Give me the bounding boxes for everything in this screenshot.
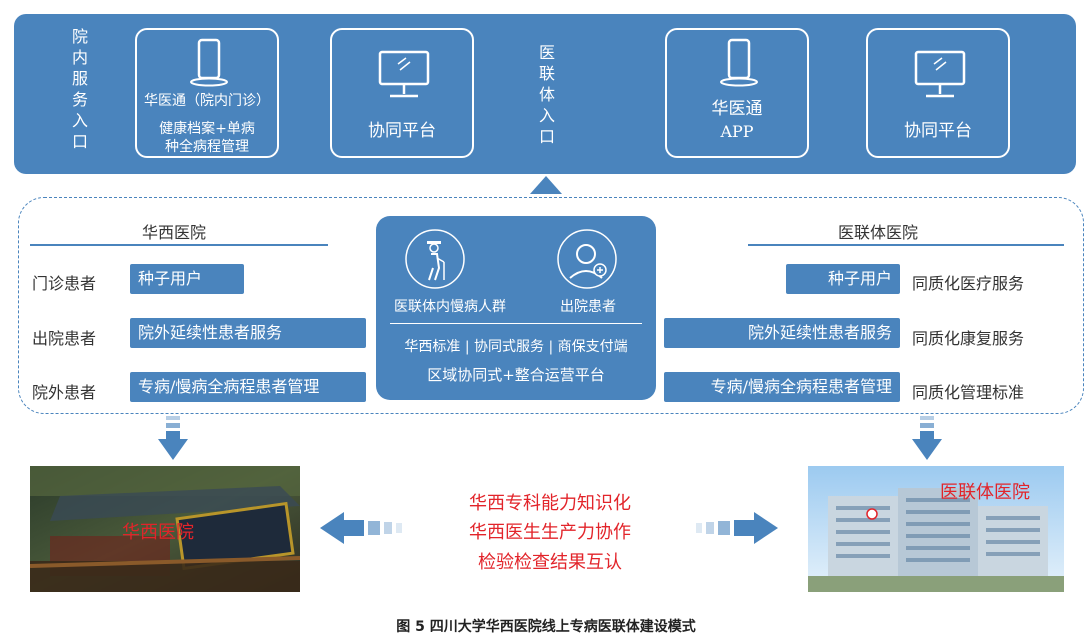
alliance-frame	[18, 197, 1084, 414]
smartphone-icon	[190, 38, 228, 87]
modern-building-image	[808, 466, 1064, 592]
monitor-icon	[914, 50, 966, 98]
west-china-hospital-photo: 华西医院	[30, 466, 300, 592]
up-triangle-icon	[530, 176, 562, 194]
center-line1: 华西标准 | 协同式服务 | 商保支付端	[404, 339, 628, 355]
left-pill-postdischarge-service[interactable]: 院外延续性患者服务	[130, 318, 366, 348]
chronic-group-label: 医联体内慢病人群	[394, 299, 506, 315]
huayitong-app-card[interactable]: 华医通 APP	[665, 28, 809, 158]
alliance-photo-label: 医联体医院	[940, 482, 1030, 503]
collab-platform-card-1[interactable]: 协同平台	[330, 28, 474, 158]
row-label: 门诊患者	[32, 274, 97, 293]
card-line1: 华医通	[711, 99, 763, 119]
figure-caption: 图 5 四川大学华西医院线上专病医联体建设模式	[396, 619, 696, 635]
west-china-photo-label: 华西医院	[122, 522, 194, 543]
card-line3: 种全病程管理	[165, 139, 249, 155]
right-pill-postdischarge-service[interactable]: 院外延续性患者服务	[664, 318, 900, 348]
center-line2: 区域协同式+整合运营平台	[427, 366, 605, 384]
collab-point-1: 华西专科能力知识化	[469, 493, 631, 514]
monitor-icon	[378, 50, 430, 98]
row-label: 院外患者	[32, 383, 97, 402]
left-pill-chronic-management[interactable]: 专病/慢病全病程患者管理	[130, 372, 366, 402]
card-line2: APP	[720, 122, 754, 141]
right-pill-seed-users[interactable]: 种子用户	[786, 264, 900, 294]
traditional-gate-image	[30, 466, 300, 592]
alliance-hospital-photo: 医联体医院	[808, 466, 1064, 592]
center-divider	[390, 323, 642, 324]
discharged-patients-label: 出院患者	[560, 299, 616, 315]
collab-platform-card-2[interactable]: 协同平台	[866, 28, 1010, 158]
card-line2: 健康档案+单病	[159, 121, 255, 137]
right-section-title: 医联体医院	[838, 223, 919, 242]
card-line1: 华医通（院内门诊）	[144, 93, 270, 109]
right-section-divider	[748, 244, 1064, 246]
smartphone-icon	[720, 38, 758, 87]
left-pill-seed-users[interactable]: 种子用户	[130, 264, 244, 294]
elderly-person-icon	[405, 229, 465, 289]
huayitong-inhospital-card[interactable]: 华医通（院内门诊） 健康档案+单病 种全病程管理	[135, 28, 279, 158]
right-arrow-icon	[696, 512, 778, 544]
integrated-platform-block: 医联体内慢病人群 出院患者 华西标准 | 协同式服务 | 商保支付端 区域协同式…	[376, 216, 656, 400]
row-label: 同质化医疗服务	[912, 274, 1025, 293]
card-line1: 协同平台	[368, 121, 436, 141]
row-label: 同质化康复服务	[912, 329, 1025, 348]
left-arrow-icon	[320, 512, 402, 544]
collab-point-3: 检验检查结果互认	[478, 552, 622, 573]
right-pill-chronic-management[interactable]: 专病/慢病全病程患者管理	[664, 372, 900, 402]
hospital-service-entry-label: 院 内 服 务 入 口	[71, 27, 88, 151]
alliance-entry-label: 医 联 体 入 口	[538, 43, 555, 146]
down-arrow-left-icon	[158, 416, 188, 460]
left-section-title: 华西医院	[142, 223, 207, 242]
card-line1: 协同平台	[904, 121, 972, 141]
down-arrow-right-icon	[912, 416, 942, 460]
row-label: 出院患者	[32, 329, 97, 348]
patient-icon	[557, 229, 617, 289]
row-label: 同质化管理标准	[912, 383, 1025, 402]
collab-point-2: 华西医生生产力协作	[469, 522, 631, 543]
left-section-divider	[30, 244, 328, 246]
